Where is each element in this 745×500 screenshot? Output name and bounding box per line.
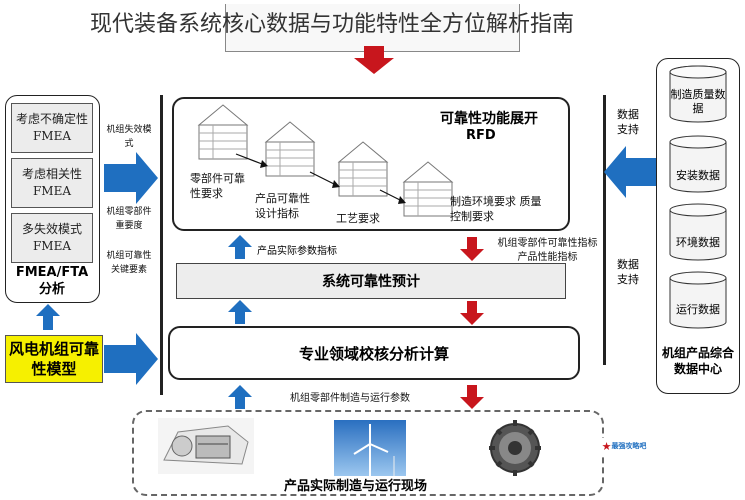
rfd-req-product: 产品可靠性设计指标 <box>255 192 310 220</box>
wind-model-box: 风电机组可靠性模型 <box>5 335 103 383</box>
db-icon-environment <box>669 203 727 261</box>
db-icon-manufacturing <box>669 65 727 123</box>
data-support-bottom: 数据支持 <box>617 258 639 286</box>
label-key-elements: 机组可靠性关键要素 <box>106 251 152 275</box>
blue-up-arrow-3 <box>228 385 252 409</box>
red-down-arrow-2 <box>460 301 484 325</box>
blue-up-arrow-1 <box>228 235 252 259</box>
page-title: 现代装备系统核心数据与功能特性全方位解析指南 <box>90 12 575 37</box>
watermark-logo: ★ 最强攻略吧 <box>598 438 650 454</box>
wind-farm-image <box>334 420 406 476</box>
fmea-fta-label: FMEA/FTA 分析 <box>15 265 89 297</box>
top-context-box <box>225 4 520 52</box>
blue-arrow-fmea-to-rfd <box>104 152 158 204</box>
db-icon-installation <box>669 135 727 193</box>
watermark-text: 最强攻略吧 <box>611 442 647 450</box>
hoq-icon-4 <box>402 161 454 217</box>
rfd-req-manufacturing: 制造环境要求 质量控制要求 <box>450 195 542 223</box>
db-label-environment: 环境数据 <box>676 236 720 249</box>
fmea-multi-failure: 多失效模式FMEA <box>11 213 93 263</box>
blue-up-arrow-2 <box>228 300 252 324</box>
right-param-line1: 机组零部件可靠性指标 <box>497 238 598 249</box>
db-label-manufacturing: 制造质量数据 <box>670 88 726 116</box>
db-label-installation: 安装数据 <box>676 169 720 182</box>
red-down-arrow-3 <box>460 385 484 409</box>
hoq-icon-2 <box>264 121 316 177</box>
right-param-line2: 产品性能指标 <box>517 252 578 263</box>
db-icon-operation <box>669 271 727 329</box>
db-label-operation: 运行数据 <box>676 303 720 316</box>
rfd-subtitle: RFD <box>466 128 496 143</box>
calc-box: 专业领域校核分析计算 <box>168 326 580 380</box>
hoq-icon-3 <box>337 141 389 197</box>
label-component-importance: 机组零部件重要度 <box>106 207 152 231</box>
left-divider <box>160 95 163 395</box>
param-label: 产品实际参数指标 <box>257 246 337 257</box>
gear-image <box>489 420 541 476</box>
fmea-correlation: 考虑相关性FMEA <box>11 158 93 208</box>
rfd-req-component: 零部件可靠性要求 <box>190 172 245 200</box>
hoq-connector-arrows <box>235 153 406 204</box>
fmea-uncertainty: 考虑不确定性FMEA <box>11 103 93 153</box>
predict-box: 系统可靠性预计 <box>176 263 566 299</box>
red-down-arrow-1 <box>460 237 484 261</box>
rfd-title: 可靠性功能展开 <box>440 111 538 127</box>
nacelle-image <box>158 418 254 474</box>
top-red-arrow <box>354 46 394 74</box>
blue-up-arrow-model <box>36 304 60 330</box>
rfd-req-process: 工艺要求 <box>336 212 380 225</box>
data-support-top: 数据支持 <box>617 108 639 136</box>
blue-arrow-datacenter-to-rfd <box>604 146 658 198</box>
blue-arrow-model-to-calc <box>104 333 158 385</box>
datacenter-label: 机组产品综合数据中心 <box>662 346 735 377</box>
right-divider <box>603 95 606 365</box>
site-label: 产品实际制造与运行现场 <box>284 479 428 494</box>
star-icon: ★ <box>601 439 612 453</box>
label-failure-mode: 机组失效模式 <box>106 125 152 149</box>
hoq-icon-1 <box>197 104 249 160</box>
bottom-param-label: 机组零部件制造与运行参数 <box>290 393 410 404</box>
